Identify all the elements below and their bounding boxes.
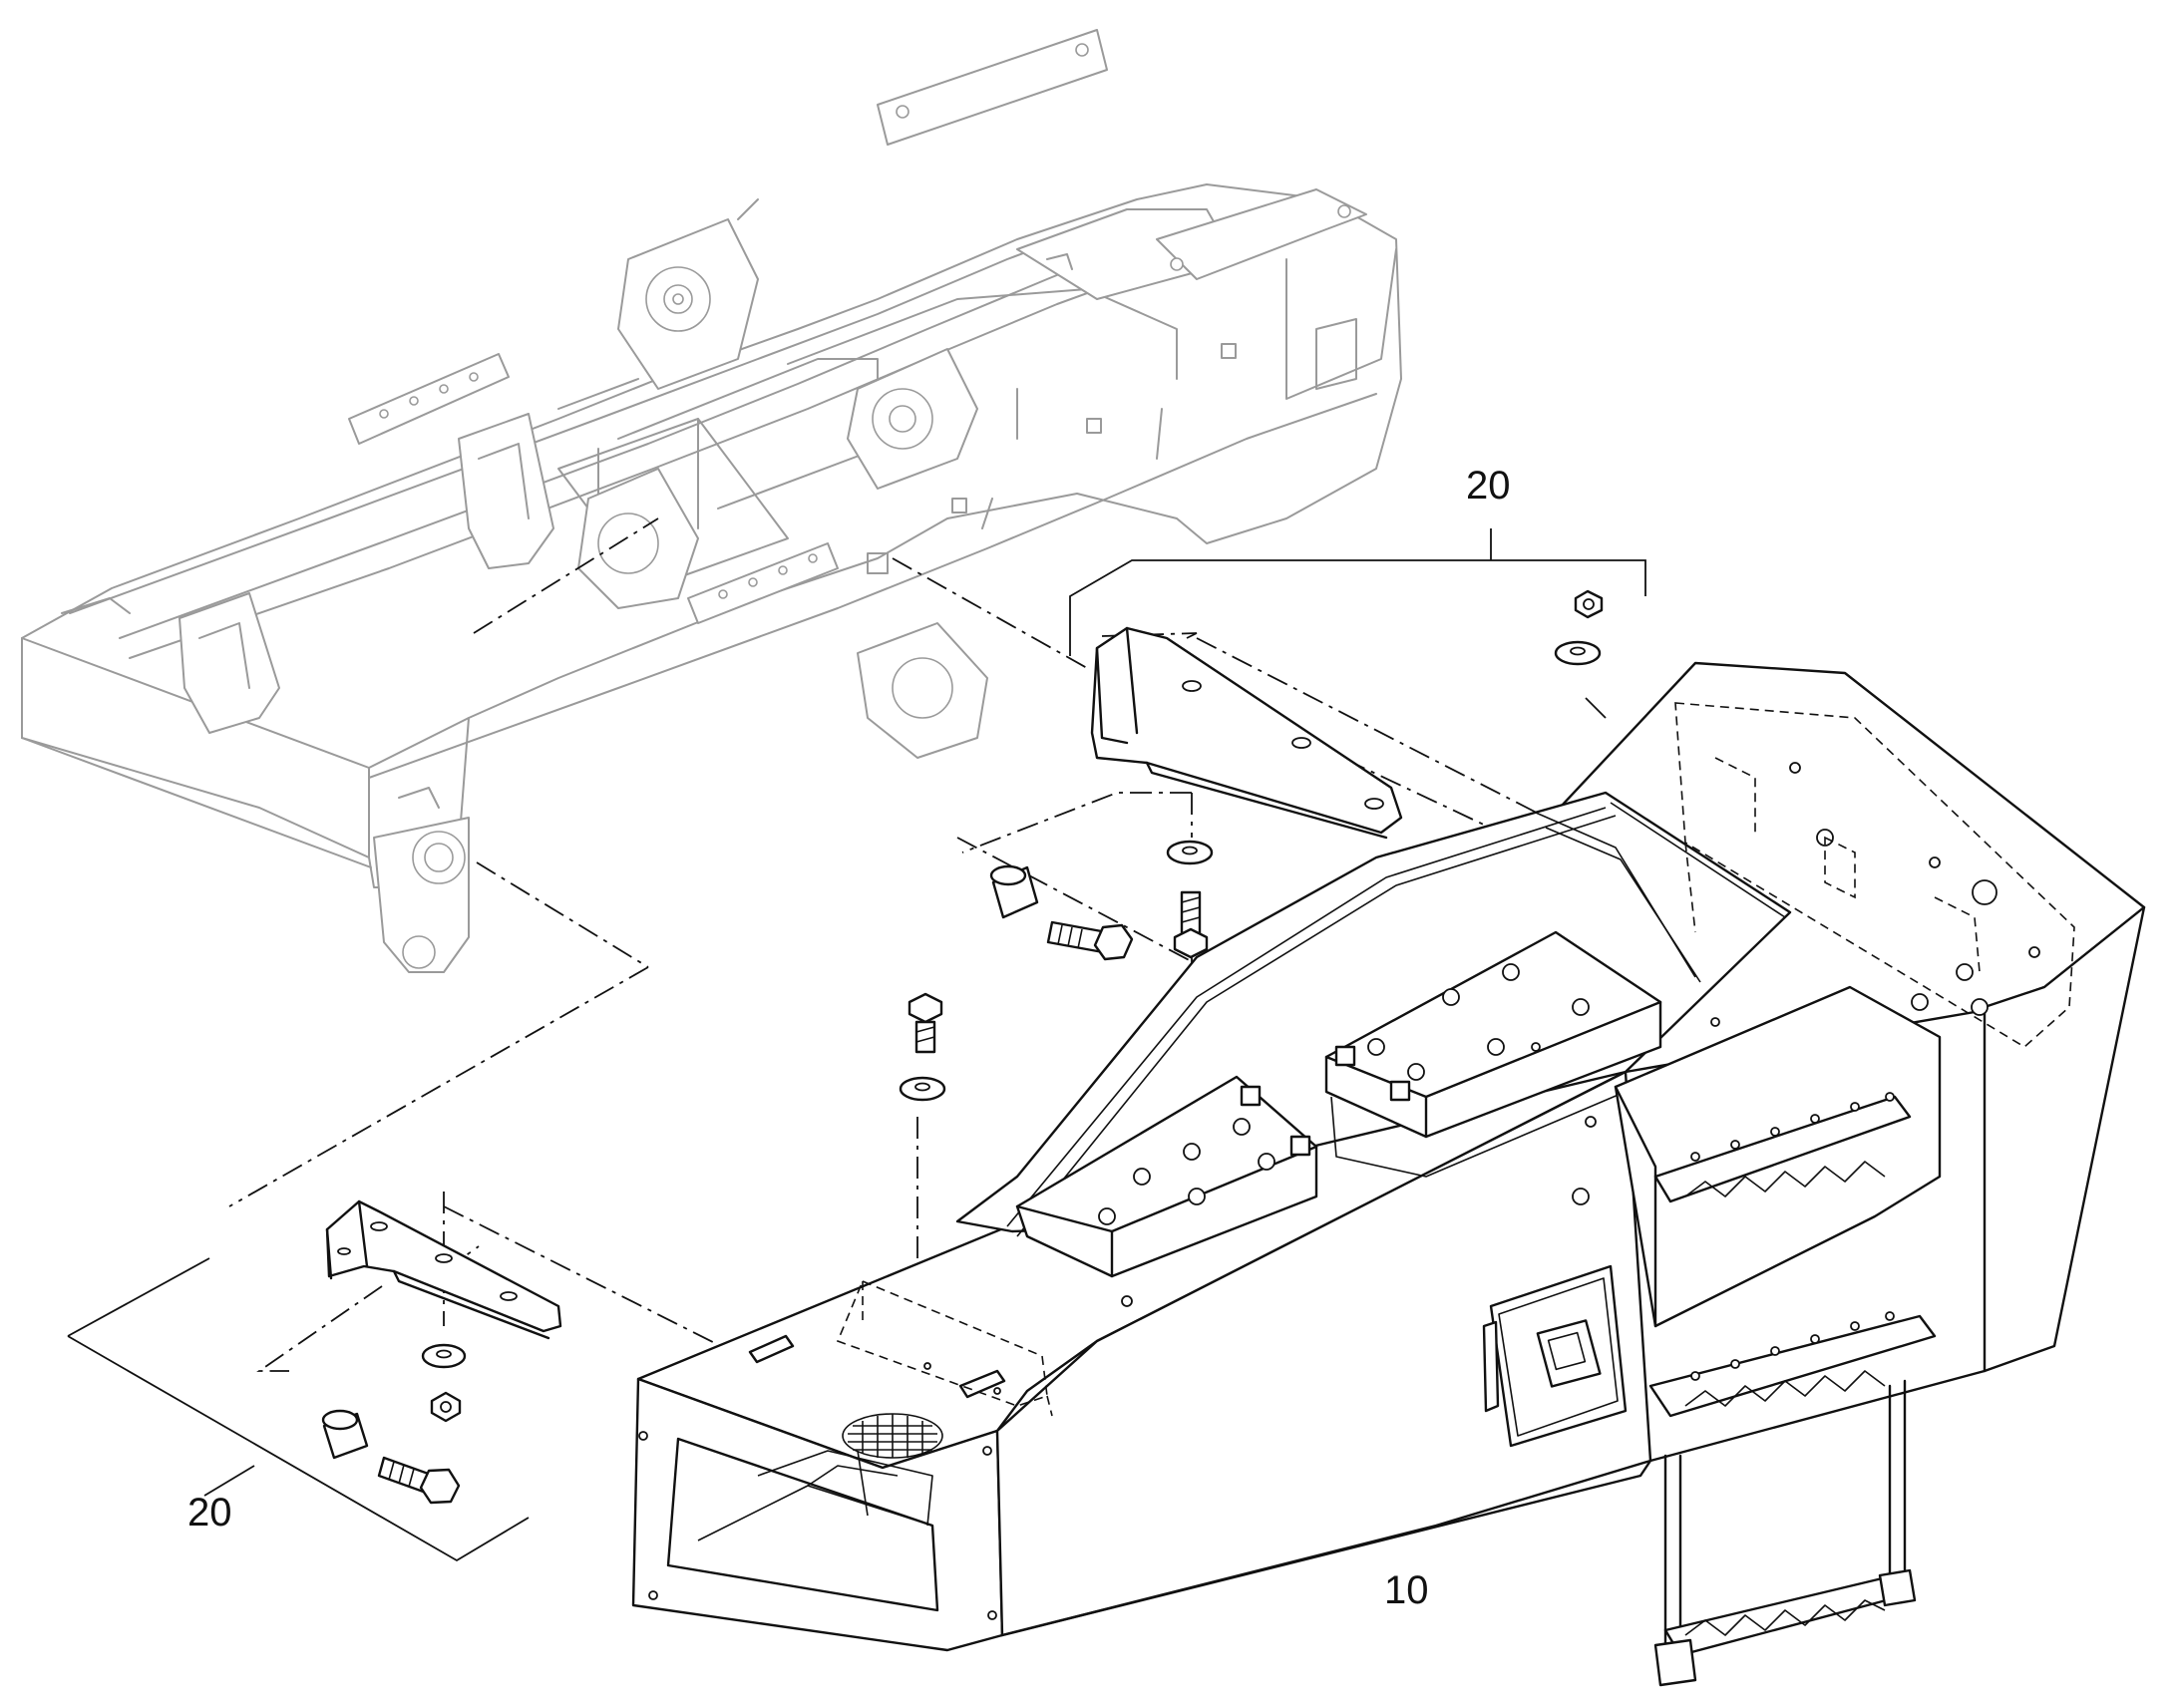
upper-bolt-vertical bbox=[1173, 890, 1209, 959]
step-ladder bbox=[1614, 985, 1942, 1687]
lower-bolt bbox=[377, 1456, 461, 1505]
callout-label-10: 10 bbox=[1384, 1568, 1429, 1612]
battery-right bbox=[1324, 930, 1662, 1178]
lower-bracket bbox=[325, 1199, 562, 1340]
callout-label-20-upper: 20 bbox=[1466, 464, 1511, 508]
middle-bolt-vertical bbox=[899, 992, 946, 1102]
axle-mount-rear bbox=[557, 348, 988, 759]
callout-bracket-lower bbox=[67, 1257, 530, 1562]
grille bbox=[842, 1413, 943, 1459]
lower-nut bbox=[430, 1391, 462, 1423]
battery-left bbox=[1015, 1075, 1318, 1278]
upper-spacer bbox=[989, 864, 1039, 919]
upper-washer-top bbox=[1554, 589, 1604, 666]
callout-label-20-lower: 20 bbox=[187, 1491, 232, 1535]
callout-bracket-upper bbox=[1069, 528, 1646, 719]
upper-bracket bbox=[1090, 626, 1403, 840]
upper-washer-under bbox=[1166, 840, 1214, 865]
lower-spacer bbox=[321, 1409, 369, 1460]
upper-bolt-horizontal bbox=[1046, 920, 1134, 961]
main-frame bbox=[21, 29, 1402, 973]
access-door bbox=[1482, 1264, 1628, 1448]
axle-mount-front bbox=[617, 218, 759, 390]
lower-washer bbox=[421, 1343, 467, 1369]
pivot-eye bbox=[373, 817, 470, 973]
main-housing bbox=[631, 661, 2146, 1687]
